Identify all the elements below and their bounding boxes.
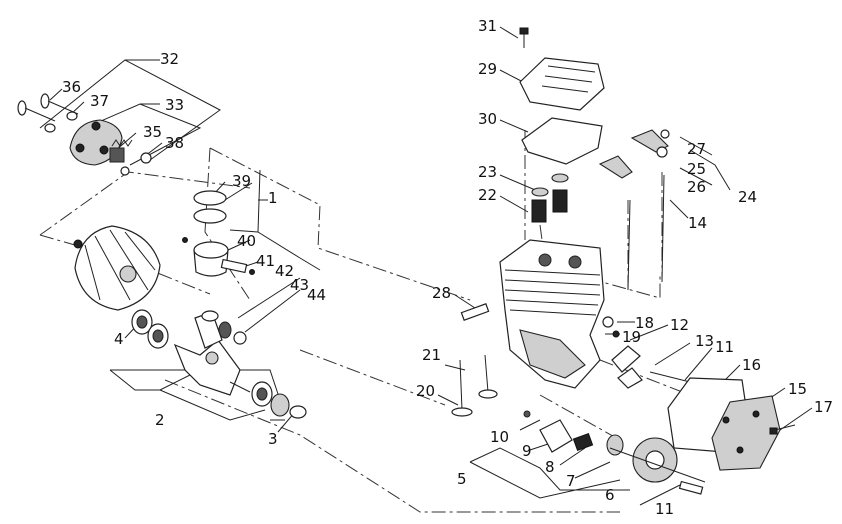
clutch-assembly-part bbox=[69, 119, 123, 166]
callout-15: 15 bbox=[788, 380, 807, 398]
callout-11-lower: 11 bbox=[655, 500, 674, 518]
callout-29: 29 bbox=[478, 60, 497, 78]
callout-44: 44 bbox=[307, 286, 326, 304]
governor-part bbox=[611, 345, 691, 389]
callout-37: 37 bbox=[90, 92, 109, 110]
cylinder-block-part bbox=[499, 239, 605, 389]
washer-part bbox=[120, 166, 130, 176]
washer-part bbox=[233, 331, 247, 345]
callout-40: 40 bbox=[237, 232, 256, 250]
valve-part bbox=[451, 354, 498, 417]
callout-32: 32 bbox=[160, 50, 179, 68]
piston-pin-part bbox=[182, 237, 255, 275]
cam-gear-part bbox=[609, 437, 706, 483]
washer-part bbox=[140, 152, 152, 164]
callout-14: 14 bbox=[688, 214, 707, 232]
bolt-part bbox=[612, 330, 620, 338]
callout-7: 7 bbox=[566, 472, 576, 490]
callout-11-upper: 11 bbox=[715, 338, 734, 356]
callout-21: 21 bbox=[422, 346, 441, 364]
callout-42: 42 bbox=[275, 262, 294, 280]
callout-43: 43 bbox=[290, 276, 309, 294]
valve-spring-part bbox=[531, 173, 569, 223]
callout-3: 3 bbox=[268, 430, 278, 448]
callout-10: 10 bbox=[490, 428, 509, 446]
callout-39: 39 bbox=[232, 172, 251, 190]
callout-5: 5 bbox=[457, 470, 467, 488]
callout-26: 26 bbox=[687, 178, 706, 196]
callout-36: 36 bbox=[62, 78, 81, 96]
callout-31: 31 bbox=[478, 17, 497, 35]
rocker-cover-part bbox=[519, 57, 605, 111]
callout-8: 8 bbox=[545, 458, 555, 476]
callout-27: 27 bbox=[687, 140, 706, 158]
callout-20: 20 bbox=[416, 382, 435, 400]
callout-28: 28 bbox=[432, 284, 451, 302]
small-bolt-part bbox=[523, 410, 531, 418]
cover-gasket-part bbox=[521, 117, 603, 165]
bushing-part bbox=[606, 434, 624, 456]
callout-24: 24 bbox=[738, 188, 757, 206]
cover-screw-part bbox=[519, 27, 529, 48]
crankshaft-part bbox=[173, 310, 251, 396]
callout-35: 35 bbox=[143, 123, 162, 141]
callout-19: 19 bbox=[622, 328, 641, 346]
callout-9: 9 bbox=[522, 442, 532, 460]
callout-1: 1 bbox=[268, 189, 278, 207]
callout-30: 30 bbox=[478, 110, 497, 128]
crankcase-cover-part bbox=[711, 395, 781, 471]
cam-plate-part bbox=[539, 419, 573, 453]
callout-13: 13 bbox=[695, 332, 714, 350]
piston-ring-part bbox=[193, 208, 227, 224]
callout-41: 41 bbox=[256, 252, 275, 270]
crank-bearing-right-part bbox=[251, 381, 307, 419]
callout-23: 23 bbox=[478, 163, 497, 181]
rocker-arm-part bbox=[598, 129, 670, 291]
dowel-pin-part bbox=[460, 303, 490, 321]
callout-38: 38 bbox=[165, 134, 184, 152]
clutch-spring-part bbox=[109, 139, 133, 163]
callout-33: 33 bbox=[165, 96, 184, 114]
callout-2: 2 bbox=[155, 411, 165, 429]
washer-part bbox=[602, 316, 614, 328]
callout-6: 6 bbox=[605, 486, 615, 504]
callout-16: 16 bbox=[742, 356, 761, 374]
part-drawings bbox=[17, 27, 796, 495]
callout-12: 12 bbox=[670, 316, 689, 334]
callout-17: 17 bbox=[814, 398, 833, 416]
callout-4: 4 bbox=[114, 330, 124, 348]
shaft-pin-part bbox=[678, 480, 704, 495]
clutch-bolt-part bbox=[17, 93, 79, 133]
piston-ring-part bbox=[193, 190, 227, 206]
spring-part bbox=[572, 432, 594, 452]
flywheel-part bbox=[73, 225, 161, 311]
callout-labels: 32 36 37 33 35 38 39 1 40 41 42 43 44 4 … bbox=[62, 17, 833, 518]
callout-22: 22 bbox=[478, 186, 497, 204]
case-bolt-part bbox=[769, 424, 796, 435]
crank-bearing-left-part bbox=[131, 309, 169, 349]
piston-part bbox=[193, 241, 229, 277]
callout-25: 25 bbox=[687, 160, 706, 178]
callout-18: 18 bbox=[635, 314, 654, 332]
